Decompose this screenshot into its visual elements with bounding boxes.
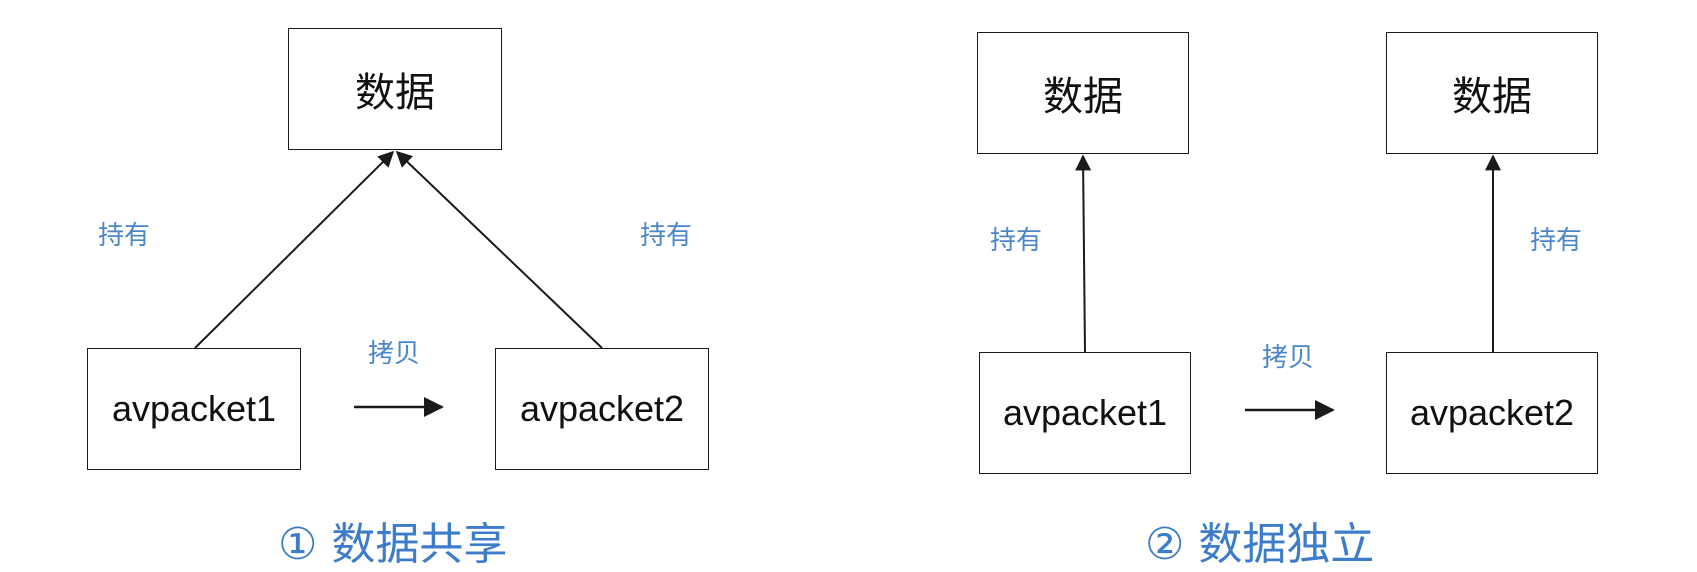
caption-shared: ① 数据共享 [278,519,508,570]
shared-data-box: 数据 [288,28,502,150]
hold-label-right-2: 持有 [1530,226,1583,256]
avpacket2-box-left: avpacket2 [495,348,709,470]
independent-data-box-2: 数据 [1386,32,1598,154]
caption-independent: ② 数据独立 [1145,519,1375,570]
avpacket2-box-right: avpacket2 [1386,352,1598,474]
hold-arrow-right-1 [1075,154,1092,353]
copy-label-right: 拷贝 [1262,343,1315,373]
copy-label-left: 拷贝 [368,339,421,369]
hold-arrow-left-2 [395,150,603,349]
hold-arrow-left-1 [194,150,395,349]
hold-label-left-2: 持有 [640,221,693,251]
avpacket1-box-right: avpacket1 [979,352,1191,474]
avpacket1-box-left: avpacket1 [87,348,301,470]
independent-data-box-1: 数据 [977,32,1189,154]
hold-label-right-1: 持有 [990,226,1043,256]
hold-label-left-1: 持有 [98,221,151,251]
